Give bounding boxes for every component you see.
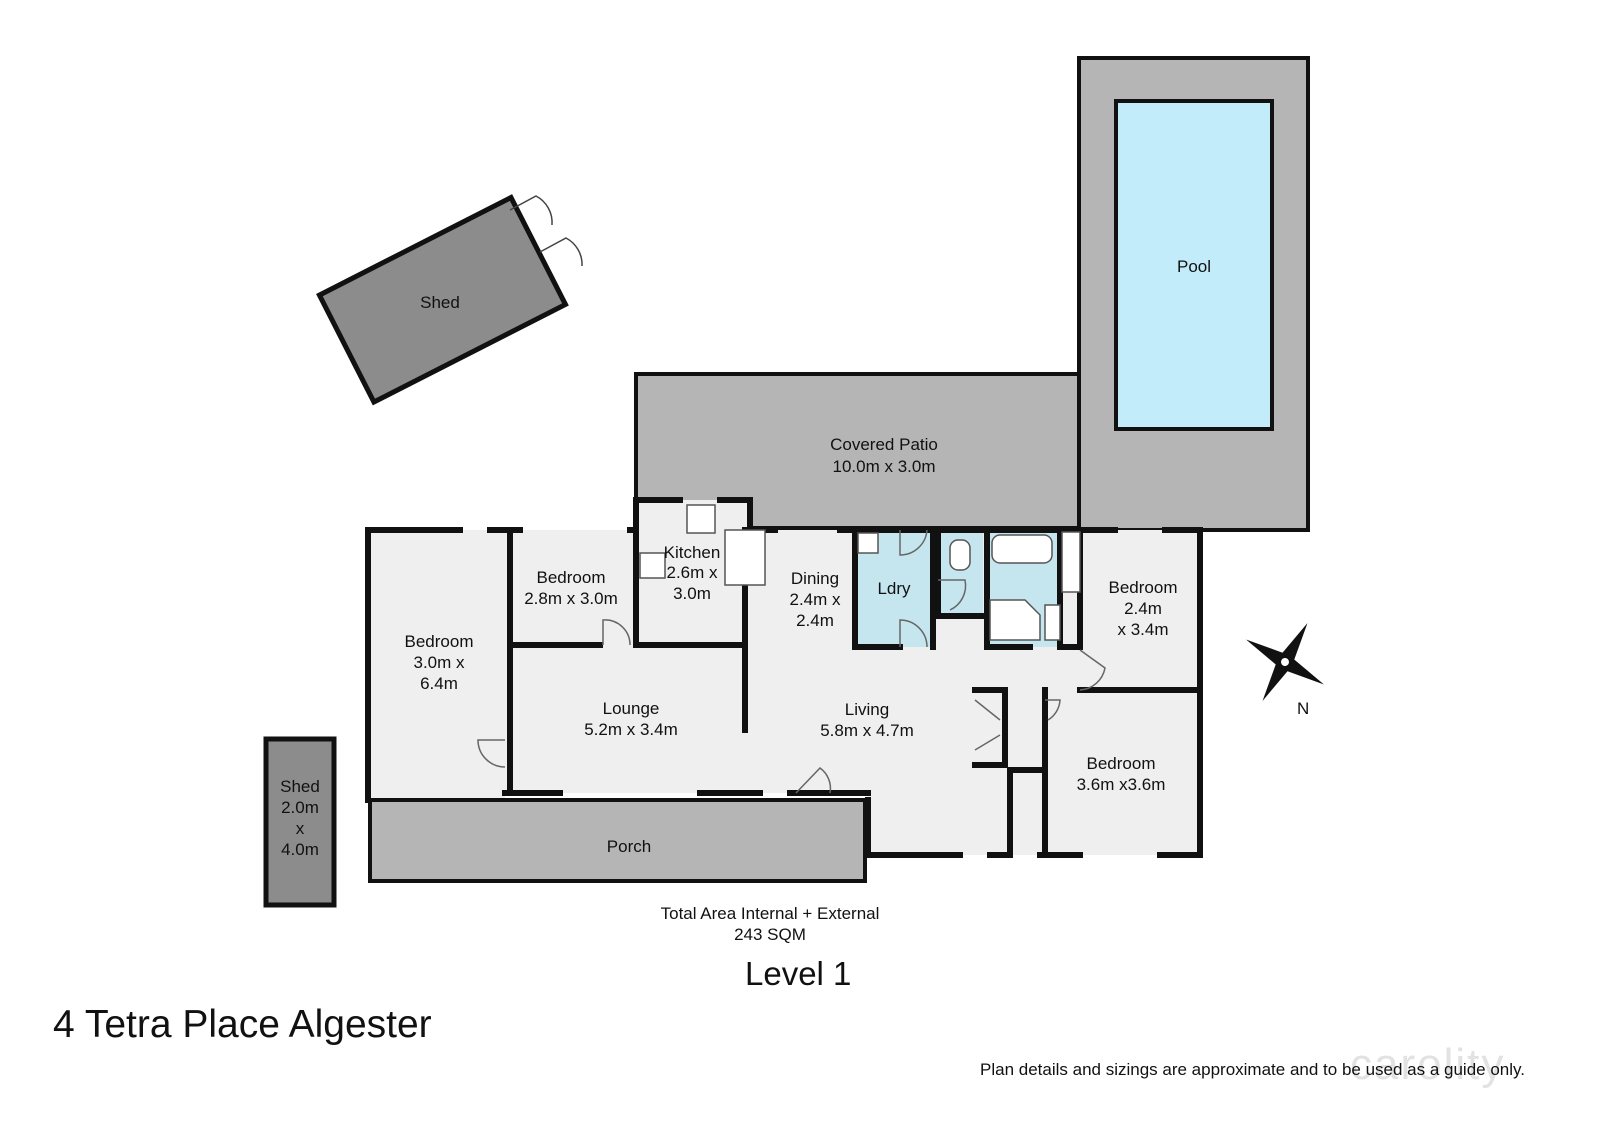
lounge-size: 5.2m x 3.4m xyxy=(584,720,678,739)
cooktop xyxy=(639,552,666,579)
living-size: 5.8m x 4.7m xyxy=(820,721,914,740)
laundry-tub xyxy=(857,532,879,554)
shower xyxy=(989,599,1041,641)
bath xyxy=(991,534,1053,564)
kitchen-size-1: 2.6m x xyxy=(666,563,718,582)
door-swings xyxy=(477,529,1106,794)
vanity xyxy=(1044,604,1061,641)
total-area-label: Total Area Internal + External xyxy=(660,904,880,923)
kitchen-bench xyxy=(724,529,766,586)
laundry-label: Ldry xyxy=(877,579,911,598)
shed-small xyxy=(263,736,337,908)
shed-large xyxy=(316,194,569,406)
kitchen-label: Kitchen xyxy=(664,543,721,562)
total-area: Total Area Internal + External 243 SQM xyxy=(620,903,920,945)
covered-patio-label: Covered Patio xyxy=(830,435,938,454)
dining-label: Dining xyxy=(791,569,839,588)
robe xyxy=(1061,531,1081,593)
compass-label: N xyxy=(1297,699,1309,718)
toilet xyxy=(949,539,971,571)
pool-label: Pool xyxy=(1177,257,1211,276)
porch-label: Porch xyxy=(607,837,651,856)
shed-small-size-2: x xyxy=(296,819,305,838)
lounge-label: Lounge xyxy=(603,699,660,718)
level-title: Level 1 xyxy=(745,955,852,992)
bedroom-west-size-1: 3.0m x xyxy=(413,653,465,672)
address: 4 Tetra Place Algester xyxy=(53,1003,432,1046)
shed-small-size-1: 2.0m xyxy=(281,798,319,817)
shed-doors xyxy=(509,195,583,267)
bedroom-southeast-size: 3.6m x3.6m xyxy=(1077,775,1166,794)
kitchen-sink xyxy=(686,504,716,534)
fixtures xyxy=(639,504,1081,641)
dining-size-2: 2.4m xyxy=(796,611,834,630)
bedroom-east-size-2: x 3.4m xyxy=(1117,620,1168,639)
shed-large-label: Shed xyxy=(420,293,460,312)
bedroom-small-size: 2.8m x 3.0m xyxy=(524,589,618,608)
bedroom-east-label: Bedroom xyxy=(1109,578,1178,597)
covered-patio-size: 10.0m x 3.0m xyxy=(833,457,936,476)
bedroom-east-size-1: 2.4m xyxy=(1124,599,1162,618)
walls xyxy=(365,497,1203,858)
shed-small-label: Shed xyxy=(280,777,320,796)
shed-small-size-3: 4.0m xyxy=(281,840,319,859)
total-area-value: 243 SQM xyxy=(734,925,806,944)
living-label: Living xyxy=(845,700,889,719)
bedroom-west-label: Bedroom xyxy=(405,632,474,651)
bedroom-small-label: Bedroom xyxy=(537,568,606,587)
bedroom-southeast-label: Bedroom xyxy=(1087,754,1156,773)
kitchen-size-2: 3.0m xyxy=(673,584,711,603)
bedroom-west-size-2: 6.4m xyxy=(420,674,458,693)
porch xyxy=(368,798,867,883)
compass-icon xyxy=(1246,623,1324,701)
dining-size-1: 2.4m x xyxy=(789,590,841,609)
watermark-logo: carolity xyxy=(1350,1040,1506,1089)
pool xyxy=(1114,99,1274,431)
disclaimer: Plan details and sizings are approximate… xyxy=(980,1060,1525,1079)
